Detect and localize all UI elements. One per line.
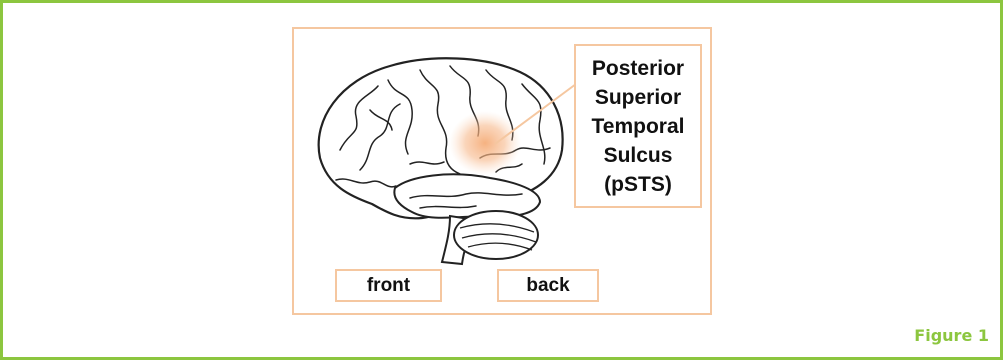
psts-highlight [449, 111, 521, 175]
back-label: back [497, 269, 599, 302]
front-label: front [335, 269, 442, 302]
brain-illustration [300, 40, 600, 280]
figure-caption: Figure 1 [914, 326, 989, 345]
cerebellum [454, 211, 538, 259]
psts-label-line: Posterior [592, 54, 684, 83]
psts-label-box: Posterior Superior Temporal Sulcus (pSTS… [574, 44, 702, 208]
psts-label-line: (pSTS) [604, 170, 672, 199]
psts-label-line: Temporal [592, 112, 685, 141]
psts-label-line: Superior [595, 83, 681, 112]
psts-label-line: Sulcus [604, 141, 673, 170]
